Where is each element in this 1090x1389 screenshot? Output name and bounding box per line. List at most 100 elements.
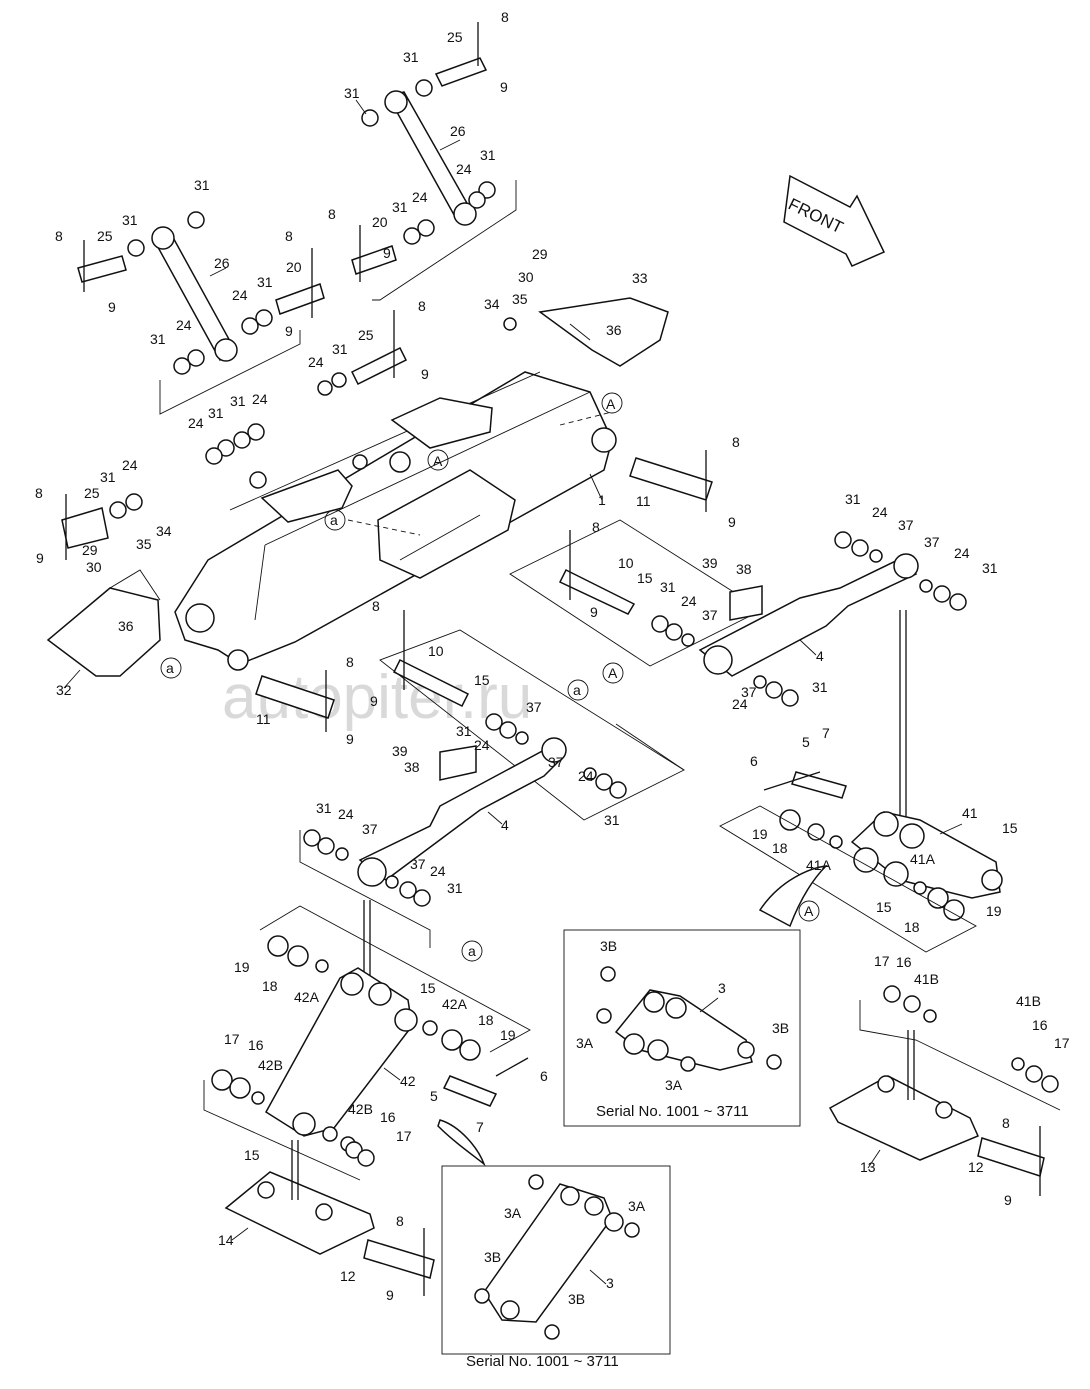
- callout: 20: [372, 214, 388, 230]
- callout: 13: [860, 1159, 876, 1175]
- callout: 8: [1002, 1115, 1010, 1131]
- callout: 37: [362, 821, 378, 837]
- callout: 5: [430, 1088, 438, 1104]
- upper-links: [77, 22, 517, 465]
- leader-lines: [63, 99, 963, 1285]
- callout: 8: [396, 1213, 404, 1229]
- callout: 9: [590, 604, 598, 620]
- callout: A: [804, 903, 814, 919]
- callout: 41B: [914, 971, 939, 987]
- callout: 31: [403, 49, 419, 65]
- callout: 15: [420, 980, 436, 996]
- callout: a: [573, 682, 581, 698]
- callout: 24: [412, 189, 428, 205]
- callout: 8: [328, 206, 336, 222]
- callout: 3A: [576, 1035, 594, 1051]
- callout: 37: [702, 607, 718, 623]
- callout: 12: [340, 1268, 356, 1284]
- callout: A: [608, 665, 618, 681]
- callout: 16: [1032, 1017, 1048, 1033]
- callout: 11: [256, 711, 271, 727]
- inset-serial-label-top: Serial No. 1001 ~ 3711: [596, 1103, 749, 1120]
- callout: 18: [772, 840, 788, 856]
- callout: 31: [208, 405, 224, 421]
- callout: 18: [904, 919, 920, 935]
- callout: 3A: [504, 1205, 522, 1221]
- pins-upper: [255, 450, 763, 821]
- callout: 37: [526, 699, 542, 715]
- callout: 8: [35, 485, 43, 501]
- callout: 37: [548, 754, 564, 770]
- callout: 31: [316, 800, 332, 816]
- guard-plates: [46, 297, 669, 677]
- callout: 3B: [484, 1249, 501, 1265]
- callout: A: [433, 453, 443, 469]
- callout: 24: [430, 863, 446, 879]
- callout: 10: [618, 555, 634, 571]
- callout: 24: [578, 768, 594, 784]
- callout: 24: [872, 504, 888, 520]
- callout: 31: [194, 177, 210, 193]
- callout: 39: [392, 743, 408, 759]
- callout: 19: [752, 826, 768, 842]
- callout: 8: [55, 228, 63, 244]
- callout: 31: [392, 199, 408, 215]
- callout: 3A: [665, 1077, 683, 1093]
- callout: 8: [732, 434, 740, 450]
- callout: 9: [728, 514, 736, 530]
- callout: 3: [606, 1275, 614, 1291]
- callout: A: [606, 396, 616, 412]
- callout: 3A: [628, 1198, 646, 1214]
- callout: 36: [118, 618, 134, 634]
- callout: 17: [224, 1031, 240, 1047]
- callout: 11: [636, 493, 651, 509]
- callout: 29: [532, 246, 548, 262]
- callout: 12: [968, 1159, 984, 1175]
- bracket-42: [203, 905, 531, 1181]
- callout: 7: [476, 1119, 484, 1135]
- callout: 8: [501, 9, 509, 25]
- callout: 3B: [600, 938, 617, 954]
- callout: 42A: [442, 996, 468, 1012]
- callout: 31: [122, 212, 138, 228]
- inset-serial-top: Serial No. 1001 ~ 3711: [563, 929, 801, 1127]
- callout: 18: [478, 1012, 494, 1028]
- callout: 42B: [258, 1057, 283, 1073]
- callout: 31: [982, 560, 998, 576]
- callout: 18: [262, 978, 278, 994]
- callout: 24: [308, 354, 324, 370]
- callout: 20: [286, 259, 302, 275]
- callout: 42A: [294, 989, 320, 1005]
- callout: 19: [500, 1027, 516, 1043]
- callout: 38: [736, 561, 752, 577]
- callout: 25: [97, 228, 113, 244]
- callout: 35: [512, 291, 528, 307]
- callout: 31: [456, 723, 472, 739]
- callout: 9: [1004, 1192, 1012, 1208]
- callout: 30: [86, 559, 102, 575]
- boom-frame: [174, 371, 617, 671]
- callout: 24: [188, 415, 204, 431]
- callout: 31: [100, 469, 116, 485]
- front-arrow: FRONT: [783, 174, 886, 267]
- callout: 17: [396, 1128, 412, 1144]
- callout: 4: [501, 817, 509, 833]
- cylinder-right: [651, 531, 967, 830]
- callout: 9: [386, 1287, 394, 1303]
- callout: 15: [876, 899, 892, 915]
- callout: 10: [428, 643, 444, 659]
- inset-serial-bottom: Serial No. 1001 ~ 3711: [441, 1165, 671, 1370]
- callout: 31: [344, 85, 360, 101]
- callout: 31: [812, 679, 828, 695]
- callout: 37: [898, 517, 914, 533]
- callout: 26: [450, 123, 466, 139]
- callout-labels: 8 25 9 31 31 26 24 31 24 31 31 8 31 25 2…: [35, 9, 1070, 1307]
- callout: 31: [230, 393, 246, 409]
- callout: 7: [822, 725, 830, 741]
- callout: 41: [962, 805, 978, 821]
- callout: 42B: [348, 1101, 373, 1117]
- callout: 4: [816, 648, 824, 664]
- callout: 17: [874, 953, 890, 969]
- callout: 9: [421, 366, 429, 382]
